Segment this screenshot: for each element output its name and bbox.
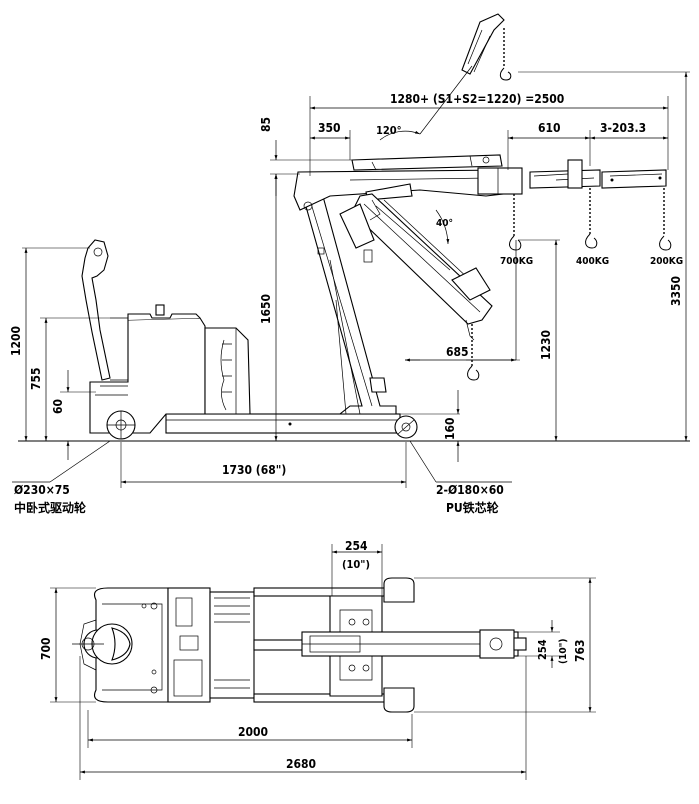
height-160-label: 160	[443, 417, 457, 440]
width-10-top-label: (10")	[342, 558, 370, 571]
height-1230-label: 1230	[539, 330, 553, 360]
top-boom	[253, 629, 527, 659]
main-boom-horizontal	[293, 154, 523, 211]
boom-extension-ghosts	[529, 159, 667, 189]
top-view-labels: 254 (10") 700 763 254 (10") 2000 2680	[39, 539, 587, 771]
front-wheel	[394, 415, 418, 439]
boom-reach-label: 1280+ (S1+S2=1220) =2500	[390, 92, 564, 106]
boom-inclined-40deg	[339, 193, 493, 341]
load-400-label: 400KG	[576, 256, 609, 267]
side-view-extension-lines	[22, 71, 690, 488]
top-view: 254 (10") 700 763 254 (10") 2000 2680	[39, 539, 596, 780]
side-view-labels: 1280+ (S1+S2=1220) =2500 350 120° 610 3-…	[9, 92, 683, 515]
load-200-label: 200KG	[650, 256, 683, 267]
side-view: 1280+ (S1+S2=1220) =2500 350 120° 610 3-…	[9, 13, 690, 515]
drive-unit-body	[89, 304, 251, 434]
load-700-label: 700KG	[500, 256, 533, 267]
height-1200-label: 1200	[9, 326, 23, 356]
offset-350-label: 350	[318, 121, 341, 135]
length-2000-label: 2000	[238, 725, 268, 739]
top-frame-rails	[253, 577, 415, 713]
chassis-base-rail	[165, 413, 401, 434]
height-85-label: 85	[259, 117, 273, 132]
drive-wheel	[106, 410, 136, 440]
top-drive-unit	[72, 587, 255, 703]
chains-and-hooks	[467, 28, 672, 381]
offset-610-label: 610	[538, 121, 561, 135]
side-view-dimension-lines	[12, 72, 688, 484]
angle-120-label: 120°	[376, 124, 402, 137]
drive-wheel-size-label: Ø230×75	[14, 483, 70, 497]
tiller-handle	[81, 239, 111, 381]
drive-wheel-name-label: 中卧式驱动轮	[14, 500, 87, 515]
width-10-side-label: (10")	[558, 639, 569, 664]
crane-mast	[297, 177, 397, 415]
boom-raised-120deg	[419, 13, 505, 135]
width-700-label: 700	[39, 637, 53, 660]
wheelbase-label: 1730 (68")	[222, 463, 286, 477]
front-wheel-size-label: 2-Ø180×60	[436, 483, 504, 497]
front-wheel-name-label: PU铁芯轮	[446, 500, 500, 515]
length-2680-label: 2680	[286, 757, 316, 771]
width-254-side-label: 254	[536, 639, 549, 660]
height-60-label: 60	[51, 399, 65, 414]
height-755-label: 755	[29, 367, 43, 390]
height-1650-label: 1650	[259, 294, 273, 324]
top-view-extension-lines	[50, 544, 596, 780]
angle-40-label: 40°	[436, 218, 453, 229]
top-view-dimension-lines	[54, 550, 592, 774]
width-254-top-label: 254	[345, 539, 368, 553]
height-3350-label: 3350	[669, 276, 683, 306]
width-763-label: 763	[573, 639, 587, 662]
offset-685-label: 685	[446, 345, 469, 359]
offset-3-203-label: 3-203.3	[600, 121, 646, 135]
